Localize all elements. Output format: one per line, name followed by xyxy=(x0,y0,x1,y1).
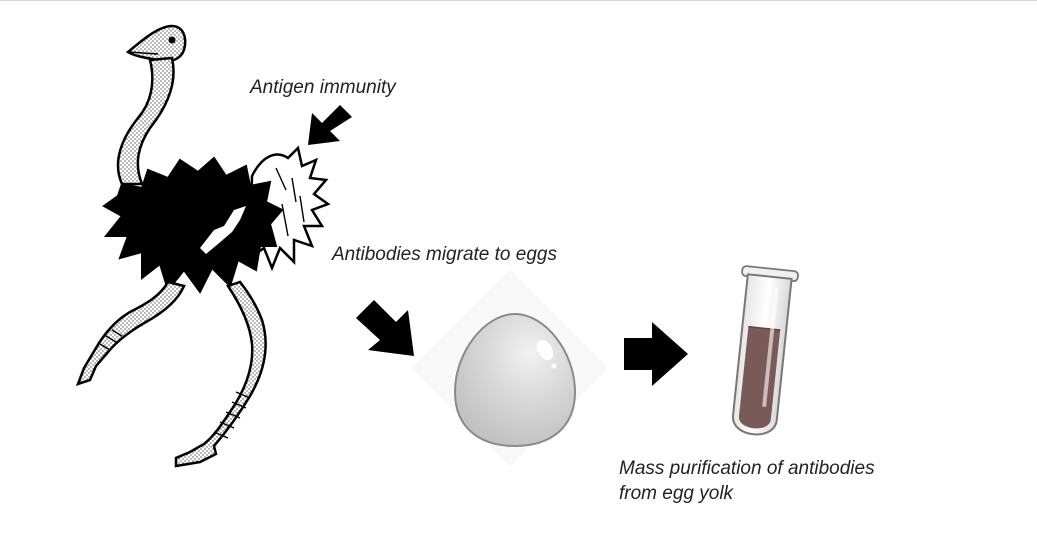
ostrich-leg-front xyxy=(174,280,267,468)
ostrich-neck xyxy=(116,56,175,186)
ostrich-eye xyxy=(168,36,176,44)
antibodies-migrate-label: Antibodies migrate to eggs xyxy=(332,244,557,265)
top-divider xyxy=(0,0,1037,1)
test-tube-icon xyxy=(732,265,799,436)
egg-icon xyxy=(453,312,577,448)
purification-label-line1: Mass purification of antibodies xyxy=(619,458,875,479)
ostrich-illustration xyxy=(75,24,331,468)
ostrich-head xyxy=(125,24,187,63)
antigen-immunity-label: Antigen immunity xyxy=(250,77,396,98)
ostrich-wing-mark xyxy=(200,206,246,254)
arrow-down-left-icon xyxy=(308,105,352,145)
ostrich-leg-back xyxy=(75,280,186,387)
arrow-down-right-icon xyxy=(356,300,414,356)
purification-label-line2: from egg yolk xyxy=(619,483,734,504)
purification-label: Mass purification of antibodies from egg… xyxy=(619,456,875,506)
arrow-right-icon xyxy=(624,322,688,386)
ostrich-body xyxy=(102,156,284,294)
